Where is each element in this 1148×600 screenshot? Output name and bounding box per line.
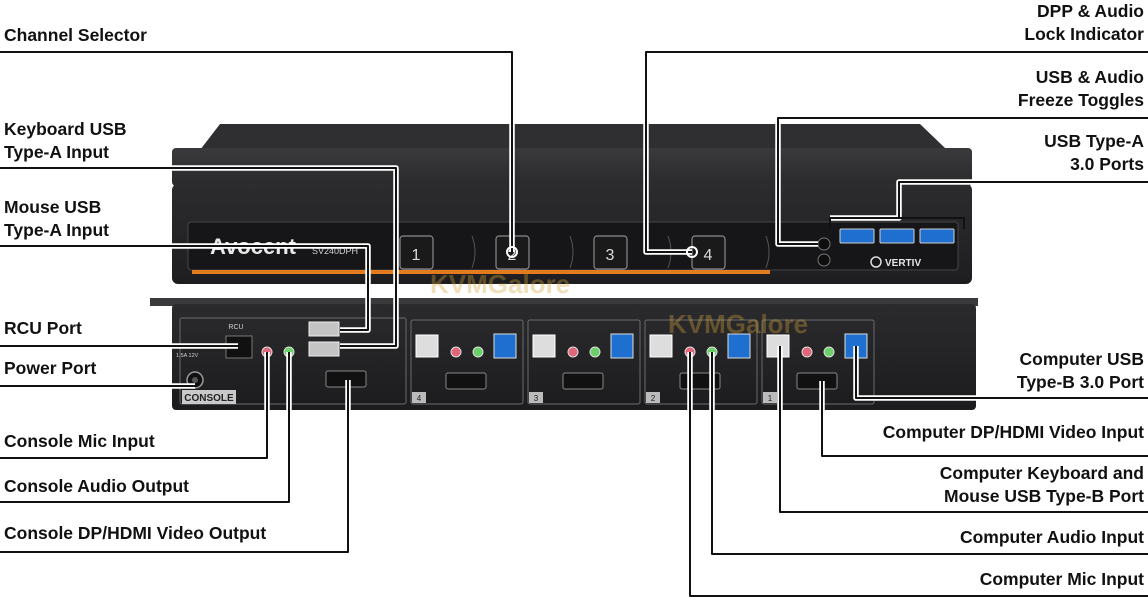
callout-usb-audio-freeze: USB & Audio Freeze Toggles bbox=[1017, 67, 1144, 110]
front-unit-top bbox=[200, 124, 945, 150]
channel-button-3-label: 3 bbox=[606, 247, 615, 264]
callout-computer-audio: Computer Audio Input bbox=[959, 527, 1144, 547]
ch3-kbm-usb-b-port[interactable] bbox=[532, 334, 556, 358]
keyboard-usb-a-port[interactable] bbox=[308, 321, 340, 337]
leader-console-audio bbox=[0, 352, 290, 503]
callout-computer-usb-b: Computer USB Type-B 3.0 Port bbox=[1016, 349, 1144, 392]
ch3-hdmi-port[interactable] bbox=[562, 372, 604, 390]
callout-keyboard-usb: Keyboard USB Type-A Input bbox=[4, 119, 127, 162]
leader-lines bbox=[0, 49, 1148, 599]
channel-button-2-label: 2 bbox=[508, 247, 517, 264]
channel-button-1[interactable]: 1 bbox=[399, 235, 434, 270]
front-orange-accent bbox=[192, 270, 770, 274]
callout-computer-kbm: Computer Keyboard and Mouse USB Type-B P… bbox=[939, 463, 1144, 506]
ch4-kbm-usb-b-port[interactable] bbox=[415, 334, 439, 358]
channel-button-4-label: 4 bbox=[704, 247, 713, 264]
channel-button-1-label: 1 bbox=[412, 247, 421, 264]
watermark-rear: KVMGalore bbox=[668, 309, 808, 339]
usb-a-port-2[interactable] bbox=[879, 228, 915, 244]
ch1-number: 1 bbox=[768, 394, 773, 403]
rear-unit-top bbox=[150, 298, 978, 306]
leader-computer-mic bbox=[689, 352, 1148, 597]
callout-usb-type-a: USB Type-A 3.0 Ports bbox=[1044, 131, 1144, 174]
computer-channel-3: 3 bbox=[527, 319, 641, 405]
callout-channel-selector: Channel Selector bbox=[4, 25, 147, 45]
callout-dpp-audio-lock: DPP & Audio Lock Indicator bbox=[1024, 1, 1144, 44]
leader-mouse-usb bbox=[0, 245, 369, 331]
ch4-audio-jack[interactable] bbox=[472, 346, 484, 358]
front-unit-upper bbox=[172, 148, 972, 186]
usb-a-port-1[interactable] bbox=[839, 228, 875, 244]
power-rating-label: 1.5A 12V bbox=[176, 353, 199, 359]
vendor-label: VERTIV bbox=[885, 258, 921, 269]
ch4-mic-jack[interactable] bbox=[450, 346, 462, 358]
computer-channel-4: 4 bbox=[410, 319, 524, 405]
console-tag-label: CONSOLE bbox=[184, 393, 234, 404]
ch4-hdmi-port[interactable] bbox=[445, 372, 487, 390]
model-label: SV240DPH bbox=[312, 246, 358, 256]
ch4-usb-b-3-port[interactable] bbox=[493, 333, 517, 359]
watermark-front: KVMGalore bbox=[430, 269, 570, 299]
leader-keyboard-usb bbox=[0, 167, 397, 347]
usb-a-port-3[interactable] bbox=[919, 228, 955, 244]
ch1-hdmi-port[interactable] bbox=[796, 372, 838, 390]
audio-freeze-toggle[interactable] bbox=[817, 253, 831, 267]
ch3-audio-jack[interactable] bbox=[589, 346, 601, 358]
leader-console-video bbox=[0, 380, 349, 553]
front-unit: Avocent SV240DPH 1 2 3 4 VERTIV bbox=[172, 124, 972, 284]
ch2-usb-b-3-port[interactable] bbox=[727, 333, 751, 359]
usb-freeze-toggle[interactable] bbox=[817, 237, 831, 251]
ch3-number: 3 bbox=[534, 394, 539, 403]
ch1-mic-jack[interactable] bbox=[801, 346, 813, 358]
ch3-usb-b-3-port[interactable] bbox=[610, 333, 634, 359]
callout-console-mic: Console Mic Input bbox=[4, 431, 155, 451]
callout-power-port: Power Port bbox=[4, 358, 97, 378]
callout-computer-mic: Computer Mic Input bbox=[979, 569, 1144, 589]
ch4-number: 4 bbox=[417, 394, 422, 403]
leader-console-mic bbox=[0, 352, 268, 459]
ch3-mic-jack[interactable] bbox=[567, 346, 579, 358]
leader-computer-video bbox=[821, 381, 1148, 457]
callout-computer-video: Computer DP/HDMI Video Input bbox=[882, 422, 1144, 442]
leader-channel-selector bbox=[0, 51, 513, 252]
callout-console-audio: Console Audio Output bbox=[4, 476, 190, 496]
ch2-kbm-usb-b-port[interactable] bbox=[649, 334, 673, 358]
rear-unit: CONSOLE RCU 1.5A 12V 4 bbox=[150, 298, 978, 410]
callout-rcu-port: RCU Port bbox=[4, 318, 82, 338]
rcu-label: RCU bbox=[228, 324, 243, 331]
leader-computer-usb-b bbox=[855, 346, 1148, 399]
leader-dpp-audio-lock bbox=[645, 51, 1148, 253]
computer-channel-1: 1 bbox=[761, 319, 875, 405]
callout-mouse-usb: Mouse USB Type-A Input bbox=[4, 197, 109, 240]
vertiv-logo-icon bbox=[870, 256, 882, 268]
leader-computer-kbm bbox=[779, 346, 1148, 513]
console-tag bbox=[182, 390, 236, 404]
callout-console-video: Console DP/HDMI Video Output bbox=[4, 523, 267, 543]
ch2-number: 2 bbox=[651, 394, 656, 403]
leader-computer-audio bbox=[711, 352, 1148, 555]
leader-usb-type-a bbox=[829, 181, 1148, 229]
console-section bbox=[179, 317, 407, 405]
mouse-usb-a-port[interactable] bbox=[308, 341, 340, 357]
ch1-audio-jack[interactable] bbox=[823, 346, 835, 358]
channel-button-3[interactable]: 3 bbox=[593, 235, 628, 270]
leader-usb-audio-freeze bbox=[777, 117, 1148, 245]
